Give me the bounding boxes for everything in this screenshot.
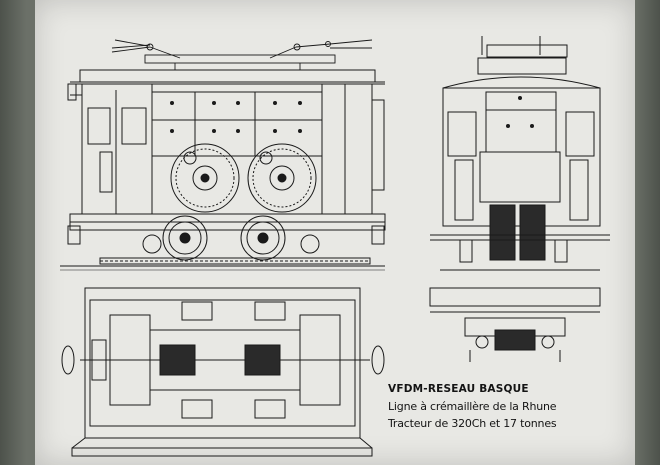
plan-gears [159,344,281,376]
caption-line-route: Ligne à crémaillère de la Rhune [388,400,557,413]
rack-pinion-left [489,204,516,261]
rack-pinion-right [519,204,546,261]
caption-title: VFDM-RESEAU BASQUE [388,383,529,395]
running-wheels [142,215,320,261]
caption-line-specs: Tracteur de 320Ch et 17 tonnes [388,417,557,430]
end-underframe-view [429,287,601,362]
plan-frame [84,287,361,439]
plan-view [61,287,385,457]
front-elevation-view [430,36,610,271]
cab-window-1 [87,107,111,145]
cab-body [81,83,153,215]
gear-wheels-upper [170,143,317,213]
pantograph-side [111,39,373,70]
roof-side [79,69,376,83]
side-elevation-view [60,39,386,271]
cab-window-2 [121,107,147,145]
drawing-caption: VFDM-RESEAU BASQUE Ligne à crémaillère d… [388,381,557,432]
front-window-right [565,111,595,157]
front-window-left [447,111,477,157]
